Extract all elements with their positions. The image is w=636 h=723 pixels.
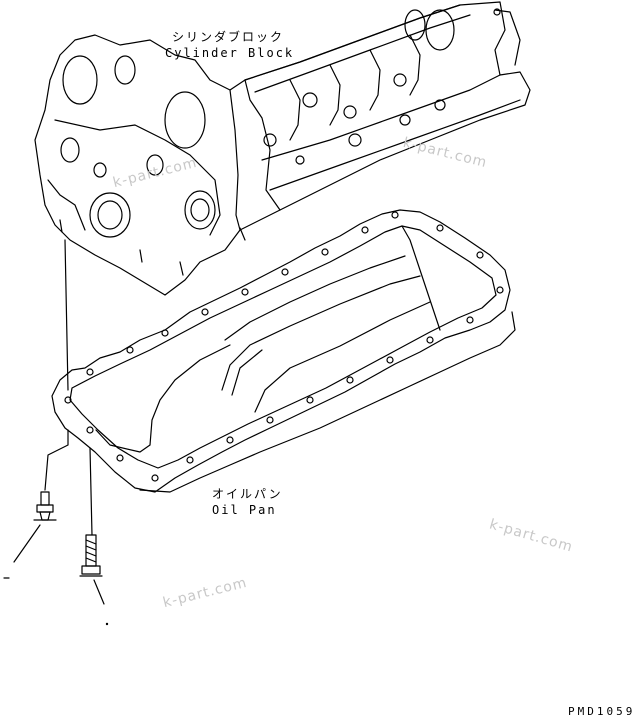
bolts <box>3 239 109 626</box>
oil-pan-label: Oil Pan <box>212 503 277 517</box>
cylinder-block-label: Cylinder Block <box>165 46 295 60</box>
cylinder-block <box>34 1 531 296</box>
oil-pan <box>51 209 516 493</box>
oil-pan-label-jp: オイルパン <box>212 487 283 501</box>
oil-pan-bolt-holes <box>64 211 504 482</box>
cylinder-block-label-jp: シリンダブロック <box>172 30 285 44</box>
drawing-code: PMD1059 <box>568 705 636 718</box>
